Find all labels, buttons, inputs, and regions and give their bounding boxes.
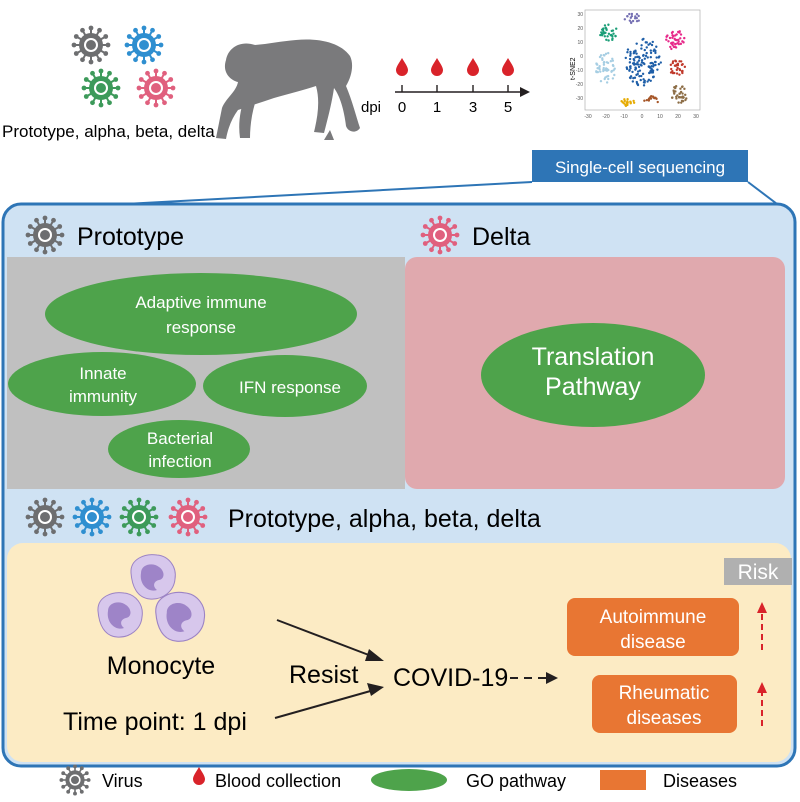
blood-drop-icon [502,58,514,76]
header-viruses [71,25,176,108]
delta-title: Delta [472,223,530,251]
pathway-label: Adaptive immune [135,293,266,312]
tsne-x-tick: -20 [602,114,609,120]
legend-virus-icon [59,764,91,796]
legend-go-label: GO pathway [466,771,566,791]
virus-prototype-icon [71,25,111,65]
virus-alpha-icon [124,25,164,65]
resist-label: Resist [289,661,359,689]
tsne-y-tick: 20 [577,26,583,32]
tsne-y-tick: 0 [580,54,583,60]
virus-delta-icon [136,68,176,108]
arrow-timepoint [274,689,375,719]
tsne-y-tick: -10 [576,68,583,74]
go-pathway-innate [8,352,196,416]
go-pathway-adaptive [45,273,357,355]
legend-virus-label: Virus [102,771,143,791]
legend-disease-label: Diseases [663,771,737,791]
monocyte-cell-icon [155,591,206,642]
pathway-label: Innate [79,364,126,383]
pathway-label: Translation [532,343,655,371]
go-pathway-translation [481,323,705,427]
timeline-point: 5 [504,99,512,116]
pathway-label: IFN response [239,378,341,397]
tsne-y-ticks: 30 20 10 0 -10 -20 -30 [576,12,583,102]
go-pathway-ifn [203,355,367,417]
variants-title: Prototype, alpha, beta, delta [228,505,541,533]
tsne-x-tick: 20 [675,114,681,120]
tsne-y-tick: -30 [576,96,583,102]
legend-blood-icon [193,767,205,785]
disease-label: disease [620,632,686,653]
tsne-y-tick: 10 [577,40,583,46]
arrow-monocyte [276,619,375,658]
disease-label: Autoimmune [600,607,707,628]
risk-badge [724,558,792,585]
blood-drop-icon [467,58,479,76]
tsne-y-tick: -20 [576,82,583,88]
timeline-point: 1 [433,99,441,116]
risk-up-arrow [757,602,767,650]
blood-drop-icon [396,58,408,76]
blood-drop-icon [431,58,443,76]
disease-label: Rheumatic [619,683,710,704]
pathway-label: immunity [69,387,138,406]
tsne-axis-label: t-SNE2 [570,57,577,80]
blood-timeline: dpi 0 1 3 5 [361,58,530,116]
disease-box-autoimmune [567,598,739,656]
tsne-y-tick: 30 [577,12,583,18]
legend-go-swatch [371,769,447,791]
covid-label: COVID-19 [393,664,508,692]
timeline-point: 3 [469,99,477,116]
pathway-label: infection [148,452,211,471]
virus-caption: Prototype, alpha, beta, delta [2,122,215,141]
legend: Virus Blood collection GO pathway Diseas… [59,764,737,796]
single-cell-sequencing-label: Single-cell sequencing [555,158,725,177]
tsne-x-tick: -10 [620,114,627,120]
pathway-label: Pathway [545,373,641,401]
legend-disease-swatch [600,770,646,790]
tsne-x-ticks: -30 -20 -10 0 10 20 30 [584,114,699,120]
go-pathway-bacterial [108,420,250,478]
pathway-label: response [166,318,236,337]
disease-label: diseases [627,708,702,729]
alpha-virus-icon [72,497,112,537]
tsne-plot: t-SNE2 30 20 10 0 -10 -20 -30 -30 -20 -10 0 10 20 30 [570,9,701,120]
monocyte-cell-icon [130,554,176,600]
timepoint-label: Time point: 1 dpi [63,708,247,736]
macaque-icon [216,39,360,140]
disease-box-rheumatic [592,675,737,733]
risk-up-arrow [757,682,767,726]
monocyte-cell-icon [97,592,143,638]
prototype-title: Prototype [77,223,184,251]
virus-beta-icon [81,68,121,108]
delta-virus-icon [420,215,460,255]
pathway-label: Bacterial [147,429,213,448]
tsne-x-tick: 10 [657,114,663,120]
tsne-clusters [595,12,688,108]
legend-blood-label: Blood collection [215,771,341,791]
beta-virus-icon [119,497,159,537]
monocyte-label: Monocyte [107,652,215,680]
timeline-unit: dpi [361,99,381,116]
tsne-x-tick: 30 [693,114,699,120]
tsne-x-tick: 0 [641,114,644,120]
risk-label: Risk [738,561,779,584]
single-cell-sequencing-box [532,150,748,182]
prototype-virus-icon [25,215,65,255]
prototype-virus-icon [25,497,65,537]
delta-virus-icon [168,497,208,537]
tsne-x-tick: -30 [584,114,591,120]
timeline-point: 0 [398,99,406,116]
